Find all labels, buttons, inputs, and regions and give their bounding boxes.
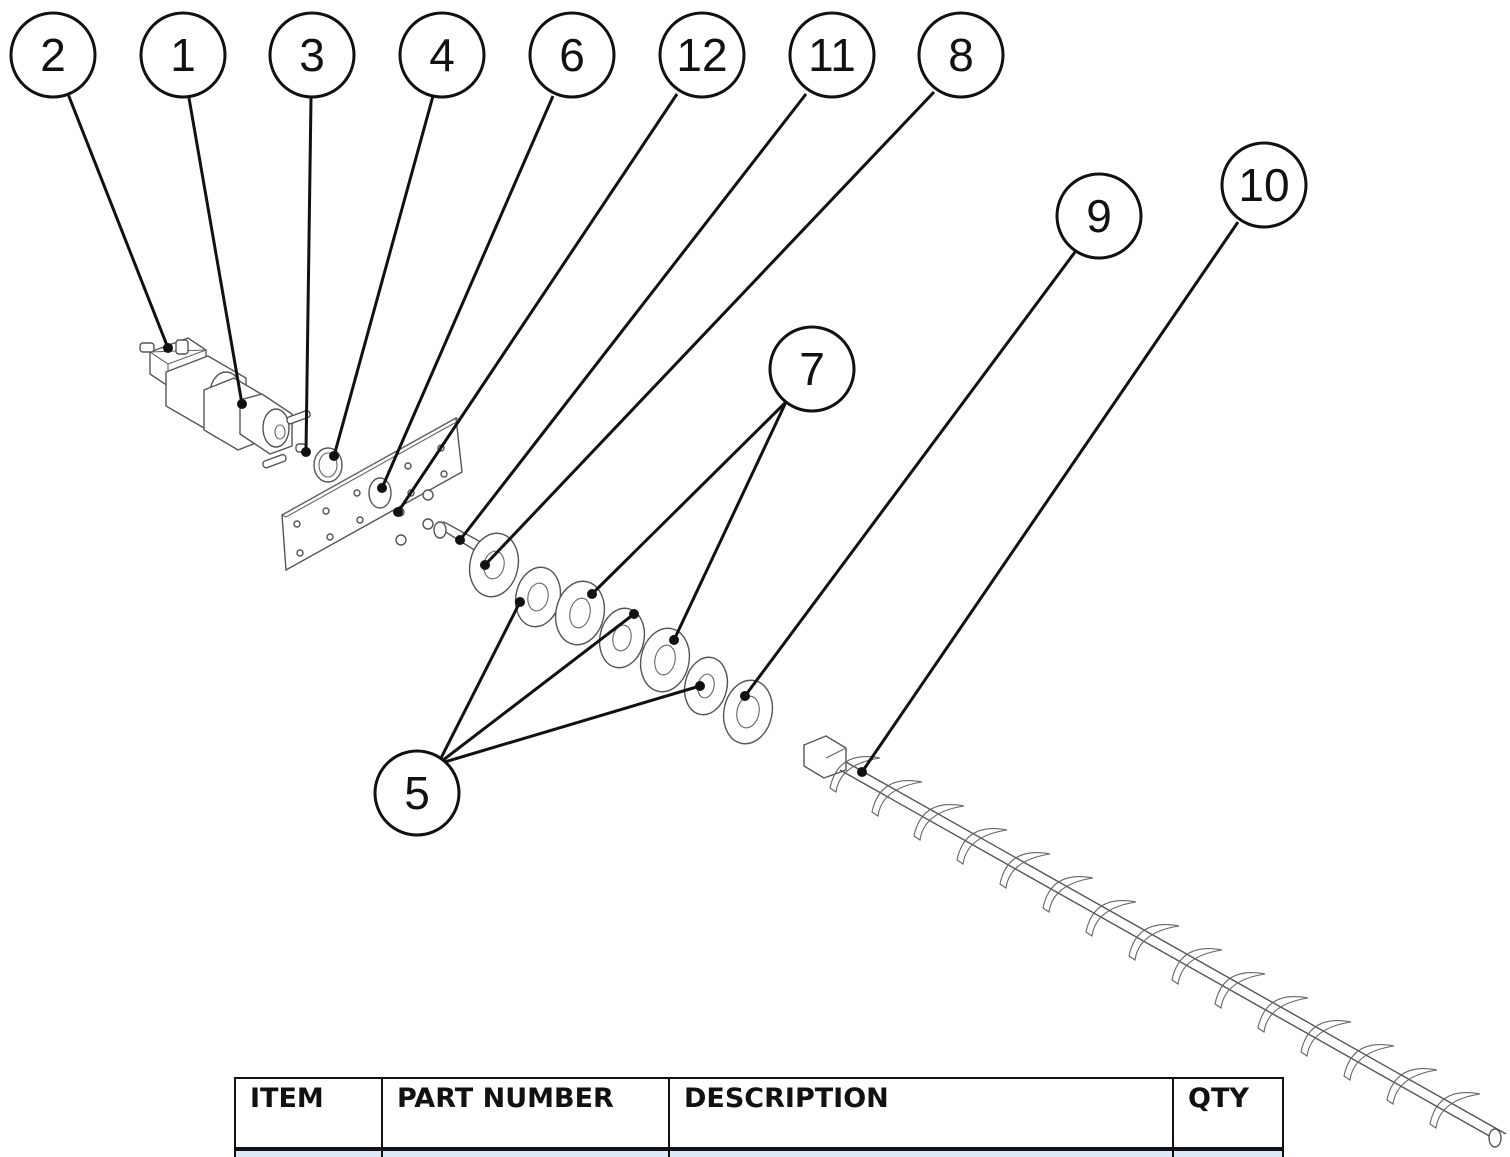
- callout-10: 10: [1220, 141, 1308, 229]
- callout-3: 3: [268, 11, 356, 99]
- column-header-item: ITEM: [234, 1077, 383, 1150]
- column-header-qty: QTY: [1172, 1077, 1284, 1150]
- callout-9-label: 9: [1086, 190, 1112, 242]
- motor-assembly: [139, 337, 311, 469]
- callout-5: 5: [373, 749, 461, 837]
- callout-6: 6: [528, 11, 616, 99]
- callout-8: 8: [917, 11, 1005, 99]
- table-row: [234, 1147, 1284, 1157]
- callout-5-label: 5: [404, 767, 430, 819]
- flange-discs: [468, 532, 774, 745]
- callout-7: 7: [768, 325, 856, 413]
- callout-2-label: 2: [40, 29, 66, 81]
- callout-1: 1: [139, 11, 227, 99]
- callout-3-label: 3: [299, 29, 325, 81]
- callout-4-label: 4: [429, 29, 455, 81]
- mounting-plate: [280, 416, 463, 572]
- bill-of-materials-table: ITEM PART NUMBER DESCRIPTION QTY: [234, 1077, 1284, 1157]
- callout-7-label: 7: [799, 343, 825, 395]
- callout-11: 11: [788, 11, 876, 99]
- callout-8-label: 8: [948, 29, 974, 81]
- callout-9: 9: [1055, 172, 1143, 260]
- callout-2: 2: [9, 11, 97, 99]
- table-header-row: ITEM PART NUMBER DESCRIPTION QTY: [234, 1077, 1284, 1150]
- leader-lines: [66, 90, 1240, 773]
- column-header-description: DESCRIPTION: [668, 1077, 1174, 1150]
- leader-endpoints: [163, 343, 867, 777]
- callout-4: 4: [398, 11, 486, 99]
- callout-12: 12: [658, 11, 746, 99]
- callout-11-label: 11: [808, 29, 856, 81]
- auger-screw: [803, 735, 1507, 1148]
- callout-6-label: 6: [559, 29, 585, 81]
- column-header-part-number: PART NUMBER: [381, 1077, 670, 1150]
- callout-12-label: 12: [676, 29, 727, 81]
- callout-1-label: 1: [170, 29, 196, 81]
- callout-10-label: 10: [1238, 159, 1289, 211]
